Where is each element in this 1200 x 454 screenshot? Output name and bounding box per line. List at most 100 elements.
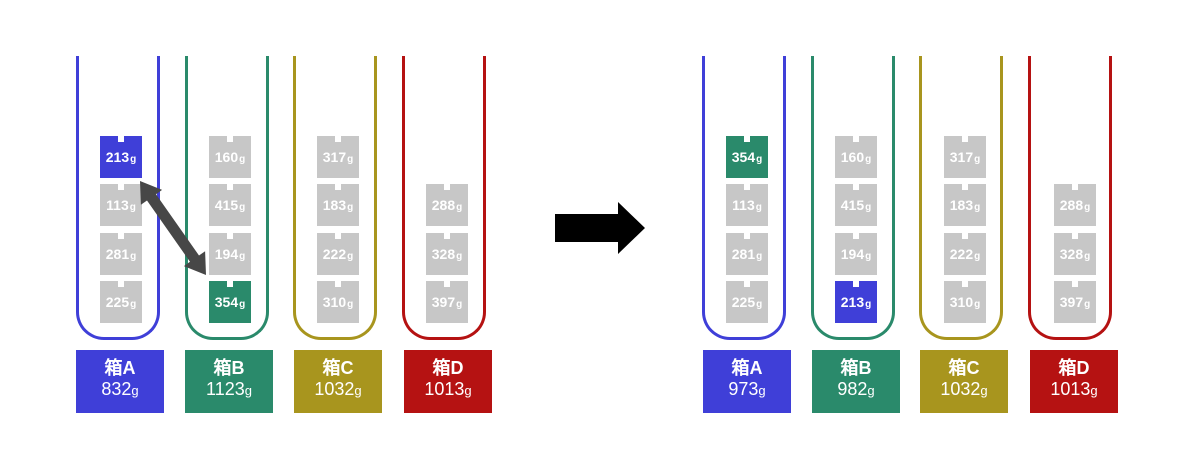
box-total-weight: 1032g [294, 378, 382, 402]
weight-unit: g [974, 201, 981, 213]
box-total-value: 973 [728, 379, 759, 399]
box-d-container [402, 56, 486, 340]
weight-value: 225 [105, 294, 130, 310]
weight-value: 354 [214, 294, 239, 310]
weight-unit: g [456, 201, 463, 213]
weight-unit: g [865, 201, 872, 213]
weight-unit: g [974, 153, 981, 165]
box-a-container [702, 56, 786, 340]
box-total-value: 1032 [940, 379, 981, 399]
box-total-value: 1013 [424, 379, 465, 399]
weight-unit: g [456, 250, 463, 262]
box-name: 箱B [213, 358, 245, 378]
weight-value: 113 [732, 197, 755, 213]
weight-value: 194 [214, 246, 239, 262]
weight-unit: g [347, 153, 354, 165]
weight-value: 397 [1059, 294, 1084, 310]
box-total-unit: g [244, 383, 252, 398]
weight-value: 213 [105, 149, 130, 165]
box-total-unit: g [980, 383, 988, 398]
weight-unit: g [130, 250, 137, 262]
weight-unit: g [756, 153, 763, 165]
box-total-unit: g [1090, 383, 1098, 398]
box-total-weight: 1013g [1030, 378, 1118, 402]
weight-unit: g [456, 298, 463, 310]
box-c-container [919, 56, 1003, 340]
box-total-weight: 832g [76, 378, 164, 402]
weight-value: 288 [431, 197, 456, 213]
box-total-unit: g [867, 383, 875, 398]
weight-unit: g [239, 298, 246, 310]
weight-value: 317 [949, 149, 974, 165]
weight-unit: g [239, 250, 246, 262]
box-name: 箱D [432, 358, 464, 378]
weight-value: 183 [322, 197, 347, 213]
weight-value: 397 [431, 294, 456, 310]
weight-value: 225 [731, 294, 756, 310]
weight-value: 113 [106, 197, 129, 213]
weight-value: 328 [1059, 246, 1084, 262]
weight-unit: g [1084, 298, 1091, 310]
box-total-unit: g [758, 383, 766, 398]
box-total-weight: 1123g [185, 378, 273, 402]
weight-unit: g [865, 298, 872, 310]
weight-unit: g [865, 153, 872, 165]
weight-value: 317 [322, 149, 347, 165]
weight-value: 354 [731, 149, 756, 165]
box-b-container [811, 56, 895, 340]
box-total-weight: 1013g [404, 378, 492, 402]
weight-value: 310 [949, 294, 974, 310]
weight-unit: g [130, 298, 137, 310]
weight-value: 222 [949, 246, 974, 262]
box-total-value: 1013 [1050, 379, 1091, 399]
weight-unit: g [756, 250, 763, 262]
box-total-value: 982 [837, 379, 868, 399]
box-total-weight: 982g [812, 378, 900, 402]
weight-value: 281 [731, 246, 756, 262]
weight-value: 288 [1059, 197, 1084, 213]
weight-unit: g [239, 153, 246, 165]
weight-value: 328 [431, 246, 456, 262]
box-total-value: 1032 [314, 379, 355, 399]
weight-unit: g [347, 250, 354, 262]
weight-unit: g [865, 250, 872, 262]
weight-unit: g [347, 298, 354, 310]
weight-value: 222 [322, 246, 347, 262]
box-name: 箱A [104, 358, 136, 378]
weight-value: 415 [214, 197, 239, 213]
weight-unit: g [755, 201, 762, 213]
weight-unit: g [756, 298, 763, 310]
box-b-container [185, 56, 269, 340]
weight-unit: g [1084, 201, 1091, 213]
box-name: 箱D [1058, 358, 1090, 378]
weight-unit: g [974, 250, 981, 262]
box-total-unit: g [131, 383, 139, 398]
